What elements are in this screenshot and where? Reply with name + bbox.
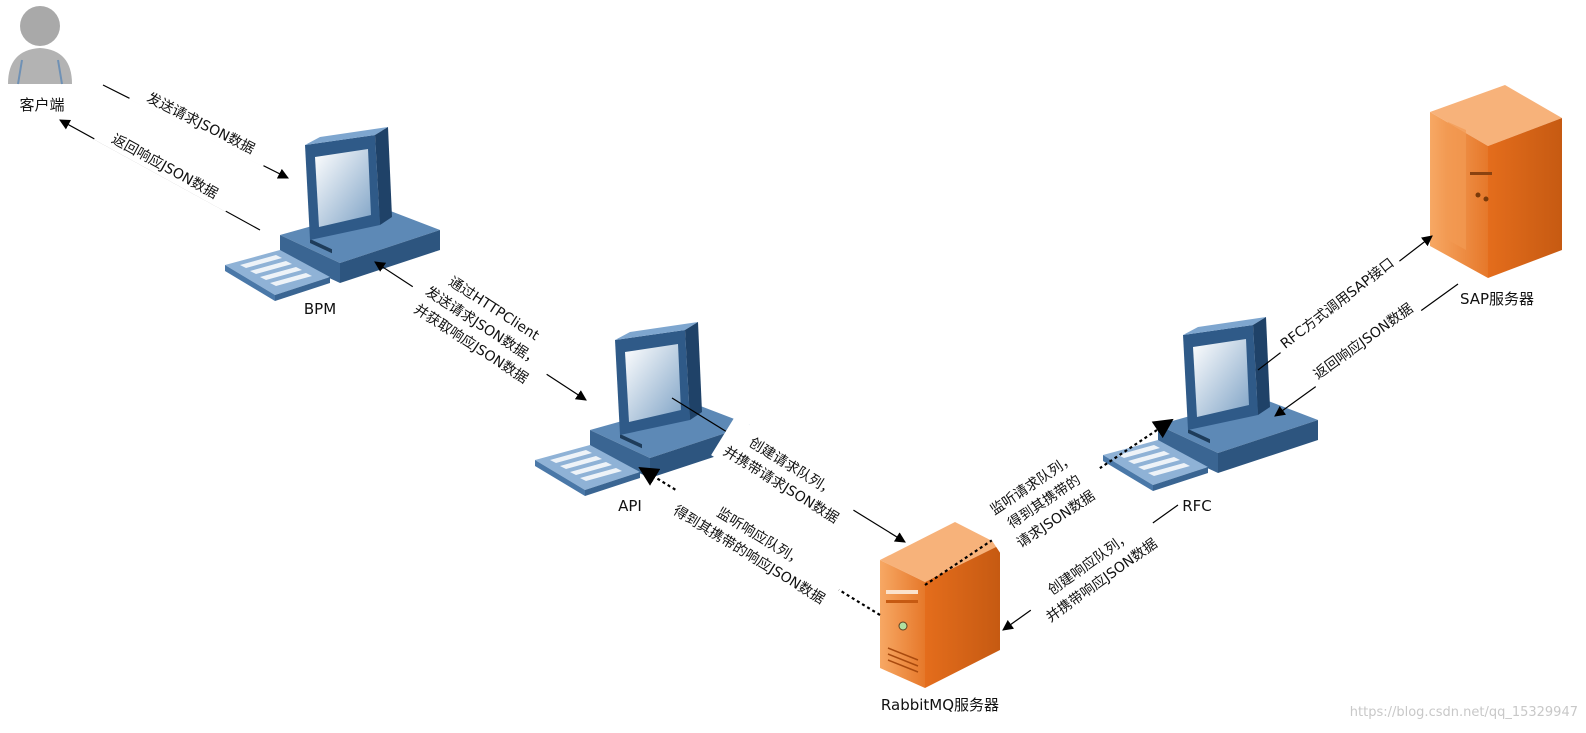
rabbitmq-label: RabbitMQ服务器	[881, 696, 999, 714]
server-icon	[1430, 85, 1562, 278]
rfc-label: RFC	[1182, 497, 1212, 515]
rabbitmq-node: RabbitMQ服务器	[880, 522, 1000, 714]
api-node: API	[535, 322, 750, 515]
edge-client-to-bpm: 发送请求JSON数据	[102, 79, 289, 179]
bpm-label: BPM	[304, 300, 336, 318]
server-icon	[880, 522, 1000, 688]
sap-label: SAP服务器	[1460, 290, 1534, 308]
user-icon	[8, 6, 72, 85]
sap-node: SAP服务器	[1430, 85, 1562, 308]
edge-bpm-api: 通过HTTPClient 发送请求JSON数据， 并获取响应JSON数据	[374, 251, 587, 401]
edge-label: 返回响应JSON数据	[109, 130, 221, 202]
client-label: 客户端	[19, 96, 64, 114]
bpm-node: BPM	[225, 127, 440, 318]
edge-sap-to-rfc: 返回响应JSON数据	[1274, 283, 1459, 417]
watermark: https://blog.csdn.net/qq_15329947	[1350, 705, 1578, 720]
rfc-node: RFC	[1103, 317, 1318, 515]
client-node: 客户端	[8, 6, 72, 114]
api-label: API	[618, 497, 642, 515]
edge-label: 发送请求JSON数据	[144, 90, 257, 158]
